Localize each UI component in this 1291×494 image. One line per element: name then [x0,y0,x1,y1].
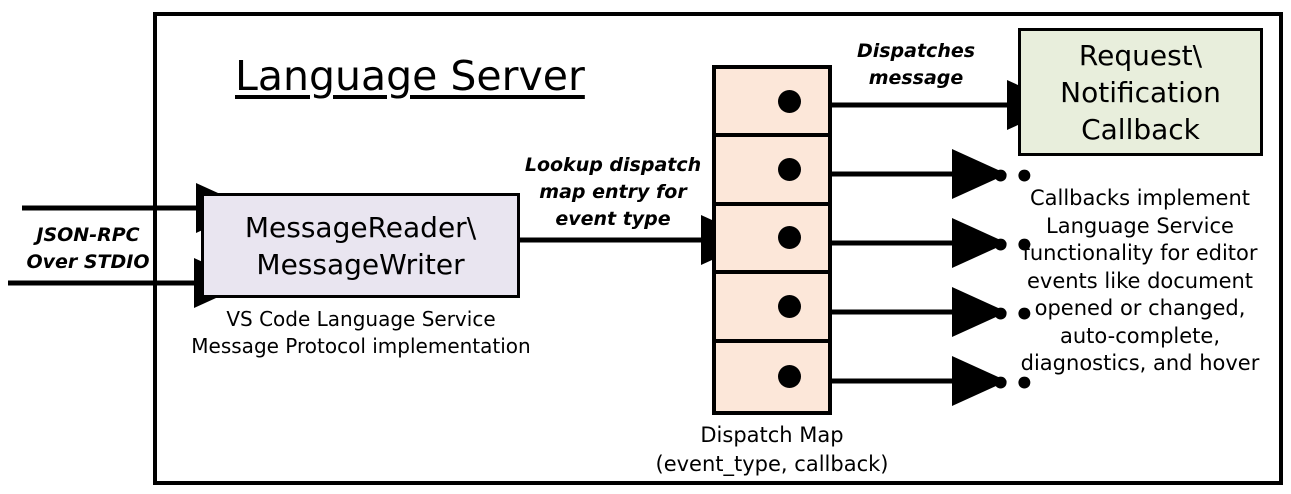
lookup-label-line1: Lookup dispatch [524,154,702,176]
dispatches-label-line2: message [868,67,964,89]
callback-pointer-dot [778,365,801,389]
message-reader-writer-line2: MessageWriter [256,247,465,281]
ellipsis-row-2: ••• [966,157,1038,197]
message-reader-writer-line1: MessageReader\ [244,210,477,244]
callback-box-label: Request\ Notification Callback [1060,37,1221,148]
callback-line2: Notification [1060,75,1221,109]
callback-desc-line: functionality for editor [1022,241,1258,265]
request-notification-callback-box[interactable]: Request\ Notification Callback [1018,28,1263,156]
table-row[interactable] [716,69,828,138]
lookup-label-line2: map entry for [539,181,687,203]
callback-pointer-dot [778,89,801,113]
callback-description: Callbacks implement Language Service fun… [1006,185,1274,378]
lookup-label-line3: event type [555,208,671,230]
page-title: Language Server [235,52,585,100]
lookup-dispatch-label: Lookup dispatch map entry for event type [518,152,708,233]
table-row[interactable] [716,137,828,206]
callback-desc-line: events like document [1026,268,1254,293]
callback-pointer-dot [778,226,801,250]
dispatches-label-line1: Dispatches [856,40,976,62]
jsonrpc-label-line1: JSON-RPC [36,224,140,246]
callback-desc-line: Language Service [1046,213,1234,238]
callback-desc-line: Callbacks implement [1029,186,1251,210]
dispatch-map-table[interactable] [712,65,832,415]
jsonrpc-transport-label: JSON-RPC Over STDIO [18,222,158,276]
callback-desc-line: opened or changed, [1034,296,1246,320]
message-caption-line1: VS Code Language Service [226,307,496,331]
message-reader-writer-label: MessageReader\ MessageWriter [245,209,476,283]
dispatch-map-caption: Dispatch Map (event_type, callback) [632,421,912,479]
callback-pointer-dot [778,158,801,182]
message-reader-writer-caption: VS Code Language Service Message Protoco… [186,306,536,360]
message-caption-line2: Message Protocol implementation [191,334,531,358]
table-row[interactable] [716,343,828,411]
callback-line3: Callback [1081,112,1200,146]
jsonrpc-label-line2: Over STDIO [26,251,150,273]
callback-desc-line: diagnostics, and hover [1020,351,1260,375]
dispatch-map-caption-line1: Dispatch Map [700,423,844,447]
table-row[interactable] [716,206,828,275]
message-reader-writer-box[interactable]: MessageReader\ MessageWriter [201,193,520,298]
callback-desc-line: auto-complete, [1060,323,1220,348]
dispatch-map-caption-line2: (event_type, callback) [655,452,889,476]
callback-line1: Request\ [1078,38,1203,72]
dispatches-message-label: Dispatches message [836,38,996,92]
language-server-container [153,12,1283,485]
table-row[interactable] [716,274,828,343]
callback-pointer-dot [778,294,801,318]
